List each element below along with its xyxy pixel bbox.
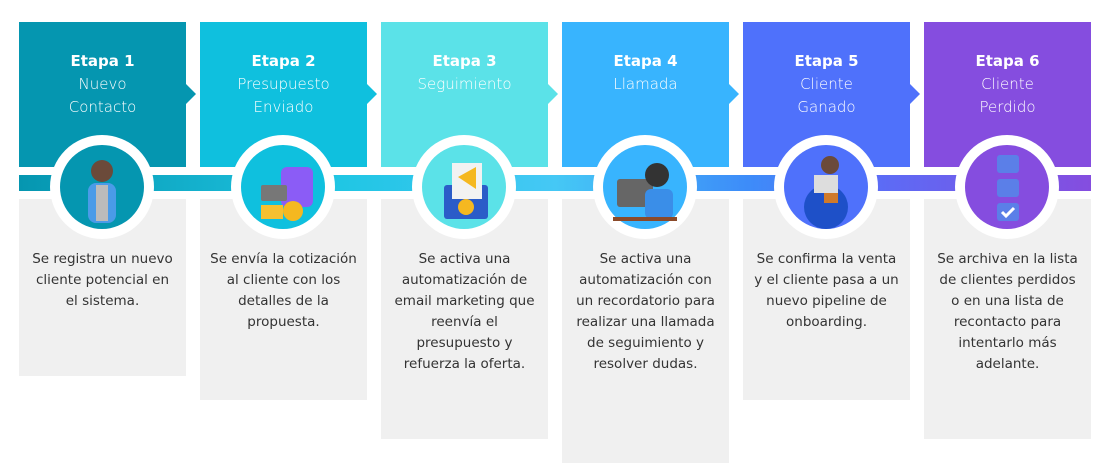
call-center-agent-icon xyxy=(613,163,677,221)
stage-subtitle-line-2: Perdido xyxy=(979,98,1036,116)
stage-4: Se activa una automatización con un reco… xyxy=(562,22,739,463)
stage-title: Etapa 1 xyxy=(70,52,135,70)
stage-subtitle-line-1: Nuevo xyxy=(78,75,127,93)
stage-description: Se activa una automatización de email ma… xyxy=(394,251,535,372)
arrow-right-icon xyxy=(910,84,920,104)
stage-subtitle-line-1: Seguimiento xyxy=(417,75,512,93)
arrow-right-icon xyxy=(367,84,377,104)
stage-3: Se activa una automatización de email ma… xyxy=(381,22,558,439)
calculator-coins-icon xyxy=(261,167,313,221)
stage-subtitle-line-1: Cliente xyxy=(981,75,1034,93)
arrow-right-icon xyxy=(186,84,196,104)
megaphone-envelope-icon xyxy=(444,163,488,219)
stage-title: Etapa 2 xyxy=(251,52,316,70)
stage-description: Se archiva en la lista de clientes perdi… xyxy=(937,251,1078,372)
stage-illustration-circle xyxy=(50,135,154,239)
stage-description-box: Se envía la cotización al cliente con lo… xyxy=(200,199,367,400)
stage-subtitle-line-1: Cliente xyxy=(800,75,853,93)
person-laptop-beanbag-icon xyxy=(804,156,848,229)
stage-illustration-circle xyxy=(774,135,878,239)
arrow-right-icon xyxy=(548,84,558,104)
stage-illustration-circle xyxy=(231,135,335,239)
stage-subtitle-line-2: Ganado xyxy=(797,98,856,116)
stage-description-box: Se activa una automatización con un reco… xyxy=(562,199,729,463)
stage-illustration-circle xyxy=(412,135,516,239)
stage-description: Se registra un nuevo cliente potencial e… xyxy=(32,251,173,309)
document-cycle-icon xyxy=(997,155,1019,221)
stage-subtitle-line-1: Llamada xyxy=(613,75,678,93)
stage-title: Etapa 6 xyxy=(975,52,1040,70)
stage-subtitle-line-1: Presupuesto xyxy=(237,75,330,93)
person-pointing-icon xyxy=(88,160,116,223)
stage-illustration-circle xyxy=(955,135,1059,239)
stage-description-box: Se confirma la venta y el cliente pasa a… xyxy=(743,199,910,400)
stage-description: Se envía la cotización al cliente con lo… xyxy=(210,251,357,330)
stage-title: Etapa 3 xyxy=(432,52,497,70)
stage-5: Se confirma la venta y el cliente pasa a… xyxy=(743,22,920,400)
stage-2: Se envía la cotización al cliente con lo… xyxy=(200,22,377,400)
stage-illustration-circle xyxy=(593,135,697,239)
stage-description-box: Se archiva en la lista de clientes perdi… xyxy=(924,199,1091,439)
stage-description: Se confirma la venta y el cliente pasa a… xyxy=(754,251,899,330)
stage-6: Se archiva en la lista de clientes perdi… xyxy=(924,22,1091,439)
stage-1: Se registra un nuevo cliente potencial e… xyxy=(19,22,196,376)
stage-title: Etapa 4 xyxy=(613,52,678,70)
stage-subtitle-line-2: Contacto xyxy=(68,98,137,116)
timeline-band xyxy=(19,175,1091,191)
stage-subtitle-line-2: Enviado xyxy=(253,98,314,116)
stage-description: Se activa una automatización con un reco… xyxy=(576,251,715,372)
stage-title: Etapa 5 xyxy=(794,52,859,70)
stage-description-box: Se activa una automatización de email ma… xyxy=(381,199,548,439)
arrow-right-icon xyxy=(729,84,739,104)
